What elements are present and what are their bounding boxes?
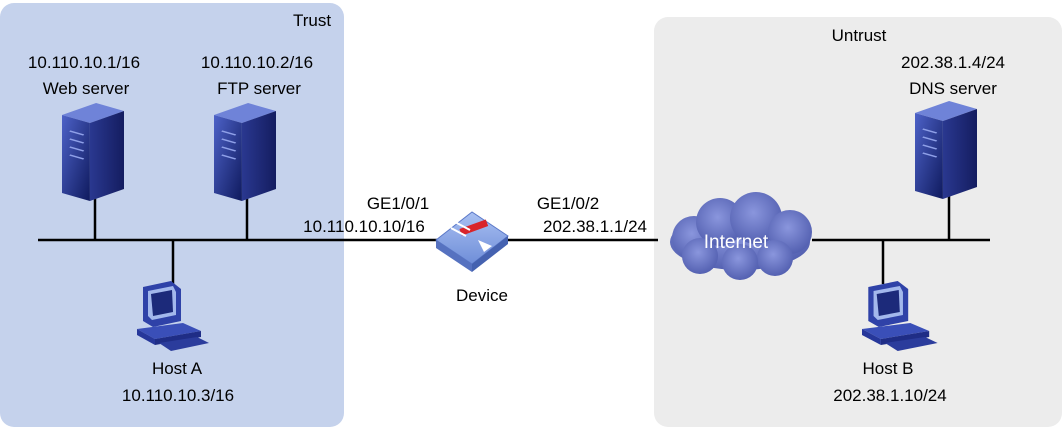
- host-a-name: Host A: [152, 359, 203, 378]
- ftp-server-name: FTP server: [217, 79, 301, 98]
- ftp-server-icon: [212, 101, 278, 203]
- host-b-name: Host B: [862, 359, 913, 378]
- dns-server-ip: 202.38.1.4/24: [901, 53, 1005, 72]
- dns-server-name: DNS server: [909, 79, 997, 98]
- ge1-interface-ip: 10.110.10.10/16: [303, 217, 425, 236]
- device-name: Device: [456, 286, 508, 305]
- internet-cloud-icon: [670, 192, 812, 280]
- ge1-interface-name: GE1/0/1: [367, 194, 429, 213]
- host-b-ip: 202.38.1.10/24: [833, 386, 946, 405]
- ge2-interface-name: GE1/0/2: [537, 194, 599, 213]
- ftp-server-ip: 10.110.10.2/16: [201, 53, 313, 72]
- untrust-zone-label: Untrust: [832, 26, 887, 45]
- internet-label: Internet: [704, 232, 769, 253]
- web-server-name: Web server: [43, 79, 130, 98]
- device-firewall-icon: [435, 211, 509, 272]
- host-a-ip: 10.110.10.3/16: [122, 386, 234, 405]
- trust-zone-label: Trust: [293, 11, 331, 30]
- web-server-ip: 10.110.10.1/16: [28, 53, 140, 72]
- ge2-interface-ip: 202.38.1.1/24: [543, 217, 647, 236]
- dns-server-icon: [913, 99, 979, 201]
- web-server-icon: [60, 101, 126, 203]
